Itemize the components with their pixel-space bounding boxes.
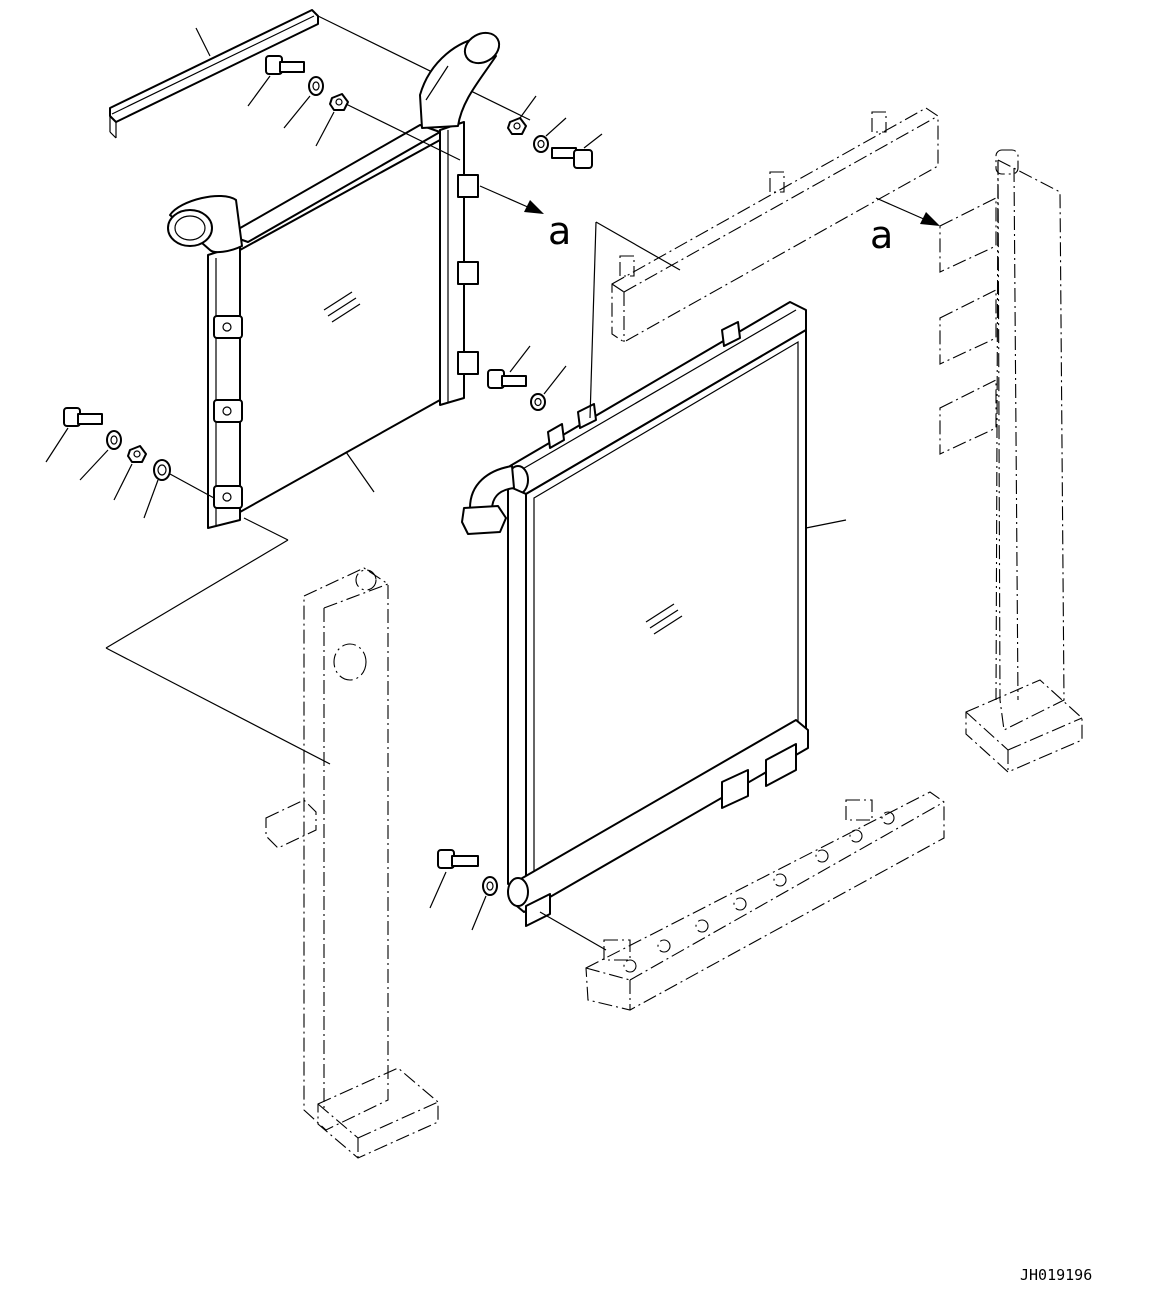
- leader-line: [805, 519, 847, 529]
- bolt: [551, 147, 593, 169]
- leader-line: [247, 75, 271, 107]
- leader-line: [195, 27, 211, 57]
- leader-line: [79, 449, 109, 481]
- view-arrow-a-upper: [479, 185, 544, 214]
- leader-line: [317, 15, 531, 121]
- nut: [507, 117, 527, 135]
- drawing-code: JH019196: [1020, 1266, 1092, 1284]
- oil-cooler: [207, 121, 479, 529]
- inlet-pipe: [167, 195, 243, 254]
- leader-line: [589, 221, 597, 419]
- leader-line: [509, 345, 531, 373]
- leader-line: [143, 479, 159, 519]
- nut: [127, 445, 147, 463]
- leader-line: [545, 117, 567, 137]
- leader-line: [169, 473, 215, 499]
- spacer: [153, 459, 171, 481]
- leader-line: [429, 871, 447, 909]
- leader-line: [45, 427, 69, 463]
- view-label-a-upper: a: [548, 209, 571, 253]
- washer: [533, 135, 549, 153]
- nut: [329, 93, 349, 111]
- leader-line: [105, 647, 331, 765]
- leader-line: [243, 517, 289, 541]
- view-arrow-a-right: [875, 197, 940, 226]
- washer: [482, 876, 498, 896]
- radiator-inlet-pipe: [461, 465, 515, 535]
- right-upright-phantom: [939, 149, 1083, 773]
- leader-line: [519, 95, 537, 119]
- washer: [530, 393, 546, 411]
- left-upright-phantom: [265, 567, 439, 1159]
- leader-line: [595, 221, 681, 271]
- leader-line: [315, 111, 335, 147]
- leader-line: [539, 911, 607, 951]
- leader-line: [283, 95, 311, 129]
- leader-line: [105, 539, 289, 649]
- bolt: [487, 369, 527, 389]
- leader-line: [345, 103, 461, 161]
- washer: [308, 76, 324, 96]
- leader-line: [543, 365, 567, 395]
- leader-line: [113, 463, 133, 501]
- outlet-pipe: [419, 31, 501, 129]
- bolt: [63, 407, 103, 427]
- bolt: [437, 849, 479, 869]
- lower-crossmember-phantom: [585, 791, 945, 1011]
- washer: [106, 430, 122, 450]
- radiator: [507, 301, 809, 927]
- top-mounting-bar: [109, 9, 319, 139]
- leader-line: [345, 451, 375, 493]
- leader-line: [471, 895, 487, 931]
- upper-crossmember-phantom: [611, 107, 939, 343]
- leader-line: [583, 133, 603, 149]
- view-label-a-right: a: [870, 213, 893, 257]
- bolt: [265, 55, 305, 75]
